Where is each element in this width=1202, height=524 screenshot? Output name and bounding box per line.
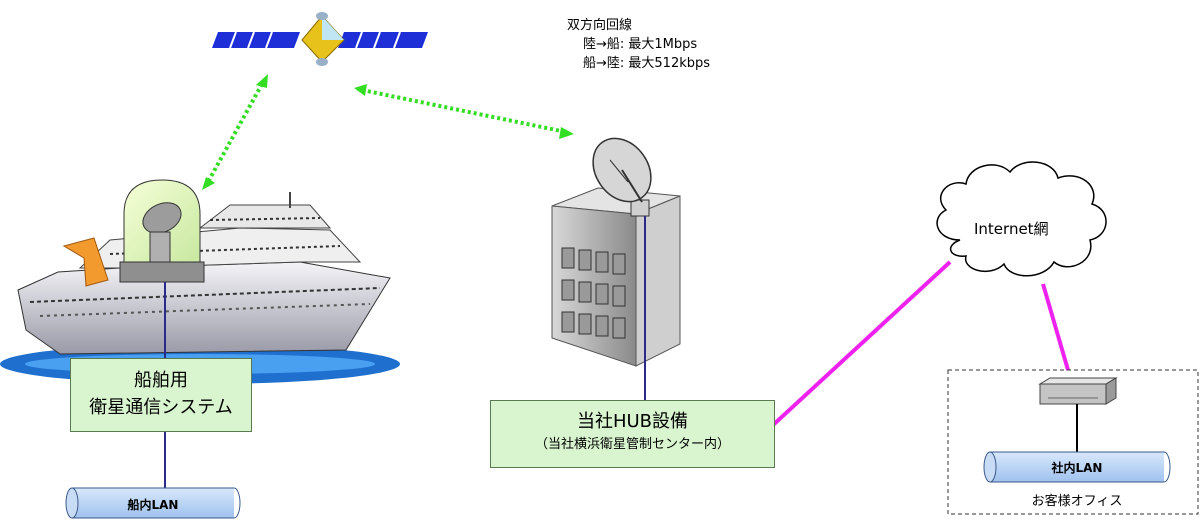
wireless-link-ship	[202, 74, 268, 190]
ship-system-line2: 衛星通信システム	[89, 397, 233, 418]
office-lan-label: 社内LAN	[1051, 461, 1103, 475]
wired-link-internet-office	[1041, 283, 1070, 371]
wired-link-hub-internet	[758, 260, 952, 439]
internet-cloud-icon	[936, 161, 1107, 277]
ship-lan-cylinder	[65, 487, 241, 519]
hub-dish-antenna-icon	[592, 137, 652, 217]
hub-subtitle: （当社横浜衛星管制センター内）	[534, 437, 730, 452]
hub-building-icon	[551, 187, 681, 367]
internet-label: Internet網	[974, 220, 1049, 238]
ship-antenna-radome-icon	[119, 179, 205, 283]
uplink-speed: 船→陸: 最大512kbps	[583, 56, 711, 71]
hub-title: 当社HUB設備	[576, 411, 689, 432]
satellite-icon	[212, 12, 428, 66]
ship-lan-label: 船内LAN	[127, 498, 179, 512]
satellite-link-info: 双方向回線 陸→船: 最大1Mbps 船→陸: 最大512kbps	[567, 16, 710, 73]
wireless-link-hub	[354, 84, 574, 139]
ship-system-line1: 船舶用	[134, 370, 188, 391]
satellite-link-title: 双方向回線	[567, 18, 633, 33]
hub-box: 当社HUB設備 （当社横浜衛星管制センター内）	[490, 400, 775, 468]
downlink-speed: 陸→船: 最大1Mbps	[583, 37, 698, 52]
office-boundary	[947, 369, 1199, 515]
router-device-icon	[1038, 377, 1118, 405]
ship-system-box: 船舶用 衛星通信システム	[70, 358, 252, 432]
office-lan-cylinder	[983, 451, 1171, 483]
office-caption: お客様オフィス	[1031, 494, 1123, 509]
